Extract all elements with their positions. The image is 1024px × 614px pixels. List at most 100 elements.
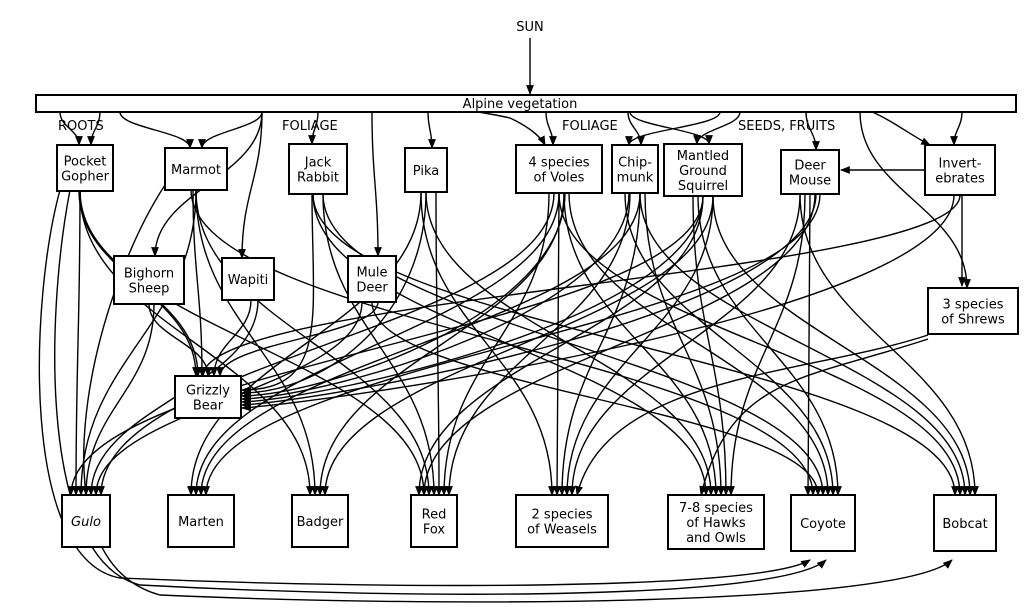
feeding-link-25: [216, 301, 379, 377]
node-box: [667, 494, 765, 550]
feeding-link-80: [575, 334, 929, 496]
feeding-link-61: [197, 192, 641, 496]
feeding-link-60: [558, 192, 964, 496]
node-label: Deer: [356, 281, 388, 296]
node-label: Bighorn: [124, 267, 174, 282]
feeding-link-77: [799, 193, 979, 496]
node-box: [113, 255, 185, 305]
feeding-link-81: [699, 338, 929, 496]
feeding-link-46: [322, 193, 827, 496]
node-box: [61, 494, 111, 548]
feeding-link-56: [440, 192, 550, 496]
node-label: 4 species: [529, 156, 590, 171]
node-label: Gopher: [61, 170, 110, 185]
node-label: munk: [617, 171, 654, 186]
feeding-link-9: [629, 111, 713, 145]
feeding-link-50: [435, 191, 443, 496]
feeding-link-75: [727, 193, 806, 496]
node-label: ebrates: [935, 172, 985, 187]
feeding-link-0: [59, 111, 83, 146]
node-box: [291, 494, 349, 548]
node-box: [924, 144, 996, 196]
node-label: Squirrel: [678, 179, 728, 194]
feeding-link-7: [627, 111, 645, 146]
node-label: of Shrews: [941, 313, 1005, 328]
feeding-link-37: [77, 189, 197, 496]
node-box: [780, 149, 840, 195]
node-label: Mule: [356, 266, 387, 281]
node-label: Mouse: [789, 174, 831, 189]
node-box: [167, 494, 235, 548]
node-box: [410, 494, 458, 548]
sun-label: SUN: [516, 20, 544, 35]
node-label: Fox: [423, 523, 446, 538]
feeding-link-64: [624, 192, 837, 496]
node-label: Marten: [178, 515, 224, 530]
feeding-link-65: [639, 192, 969, 496]
feeding-link-10: [693, 111, 741, 145]
feeding-link-66: [445, 192, 631, 496]
node-wapiti: Wapiti: [221, 257, 275, 301]
feeding-link-53: [97, 192, 555, 496]
node-label: Rabbit: [297, 171, 339, 186]
node-bobcat: Bobcat: [933, 494, 997, 552]
node-box: [56, 144, 114, 192]
node-box: [288, 143, 348, 195]
feeding-link-67: [321, 195, 714, 496]
node-label: Coyote: [800, 517, 846, 532]
node-label: Chip-: [618, 156, 652, 171]
feeding-link-78: [420, 193, 816, 496]
feeding-link-79: [202, 193, 821, 496]
feeding-link-41: [82, 303, 155, 496]
feeding-link-72: [712, 195, 974, 496]
node-label: Jack: [304, 156, 332, 171]
node-marmot: Marmot: [164, 147, 228, 191]
feeding-link-83: [38, 189, 811, 587]
node-box: [663, 143, 743, 197]
feeding-link-16: [859, 111, 971, 289]
feeding-link-38: [195, 189, 319, 496]
feeding-link-1: [87, 111, 101, 146]
feeding-link-45: [322, 193, 438, 496]
node-label: Pika: [413, 164, 439, 179]
feeding-link-82: [199, 194, 961, 377]
node-label: 3 species: [943, 298, 1004, 313]
node-box: [515, 144, 603, 194]
feeding-link-24: [210, 299, 252, 377]
node-label: Invert-: [939, 157, 982, 172]
node-label: of Voles: [534, 171, 585, 186]
section-foliage-left: FOLIAGE: [282, 119, 338, 134]
node-marten: Marten: [167, 494, 235, 548]
node-box: [174, 375, 242, 419]
section-roots: ROOTS: [58, 119, 104, 134]
feeding-link-33: [72, 190, 81, 496]
feeding-link-26: [241, 193, 315, 394]
node-label: Wapiti: [228, 273, 269, 288]
vegetation-bar: [35, 94, 1017, 113]
node-label: Deer: [794, 159, 826, 174]
node-label: Red: [422, 508, 447, 523]
node-gulo: Gulo: [61, 494, 111, 548]
node-label: Pocket: [64, 155, 107, 170]
feeding-link-15: [371, 111, 382, 257]
node-label: 2 species: [532, 508, 593, 523]
node-box: [347, 255, 397, 303]
feeding-link-34: [79, 190, 314, 496]
node-label: Ground: [679, 164, 727, 179]
feeding-link-5: [427, 111, 436, 149]
feeding-link-52: [425, 191, 715, 496]
feeding-link-40: [190, 189, 817, 496]
feeding-link-14: [238, 111, 263, 259]
node-label: Grizzly: [186, 384, 230, 399]
node-label: Bear: [193, 399, 224, 414]
node-box: [404, 147, 448, 193]
